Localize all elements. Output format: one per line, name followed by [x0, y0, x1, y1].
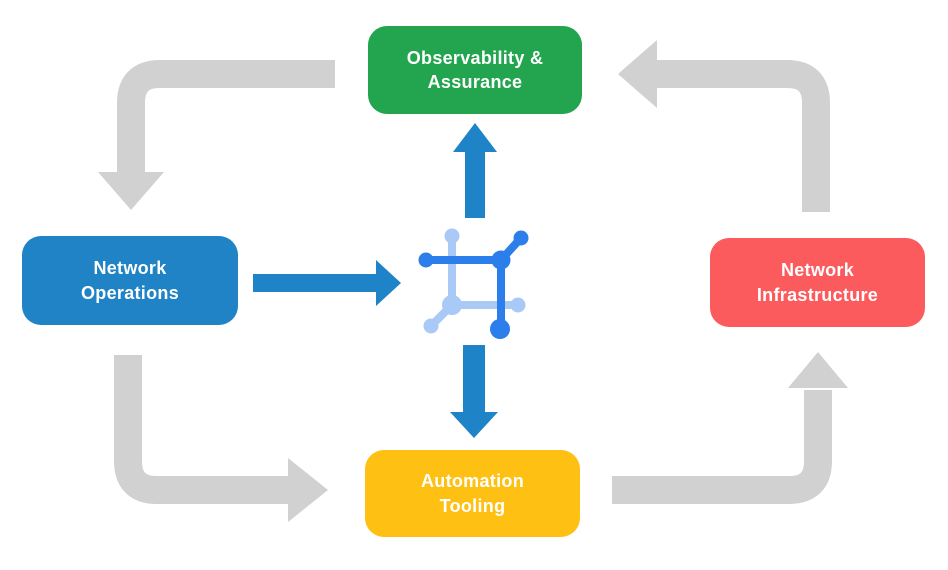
- icon-secondary-dots: [423, 228, 526, 334]
- arrow-head: [98, 172, 164, 210]
- node-label-line: Automation: [421, 471, 524, 492]
- automation-tooling-node: Automation Tooling: [365, 450, 580, 537]
- network-infrastructure-node: Network Infrastructure: [710, 238, 925, 327]
- arrow-platform-to-automation: [450, 345, 498, 438]
- arrow-operations-to-platform: [253, 260, 401, 306]
- arrow-infrastructure-to-observability: [618, 40, 830, 212]
- arrow-automation-to-infrastructure: [612, 352, 848, 504]
- arrow-head: [788, 352, 848, 388]
- observability-assurance-node: Observability & Assurance: [368, 26, 582, 114]
- network-mesh-icon: [418, 228, 529, 339]
- arrow-head: [288, 458, 328, 522]
- arrow-elbow: [114, 355, 290, 504]
- node-label-line: Operations: [80, 282, 180, 303]
- node-label-line: Network: [93, 258, 167, 279]
- node-label-line: Tooling: [439, 495, 506, 516]
- arrow-operations-to-automation: [114, 355, 328, 522]
- node-label-line: Assurance: [427, 72, 523, 92]
- arrow-platform-to-observability: [453, 123, 497, 218]
- arrow-observability-to-operations: [98, 60, 335, 210]
- node-label-line: Network: [780, 260, 855, 281]
- arrow-elbow: [655, 60, 830, 212]
- node-label-line: Infrastructure: [756, 284, 879, 305]
- arrow-head: [618, 40, 657, 108]
- arrow-elbow: [117, 60, 335, 174]
- arrow-elbow: [612, 390, 832, 504]
- icon-primary-dots: [418, 230, 529, 339]
- network-operations-node: Network Operations: [22, 236, 238, 325]
- node-label-line: Observability &: [406, 47, 544, 68]
